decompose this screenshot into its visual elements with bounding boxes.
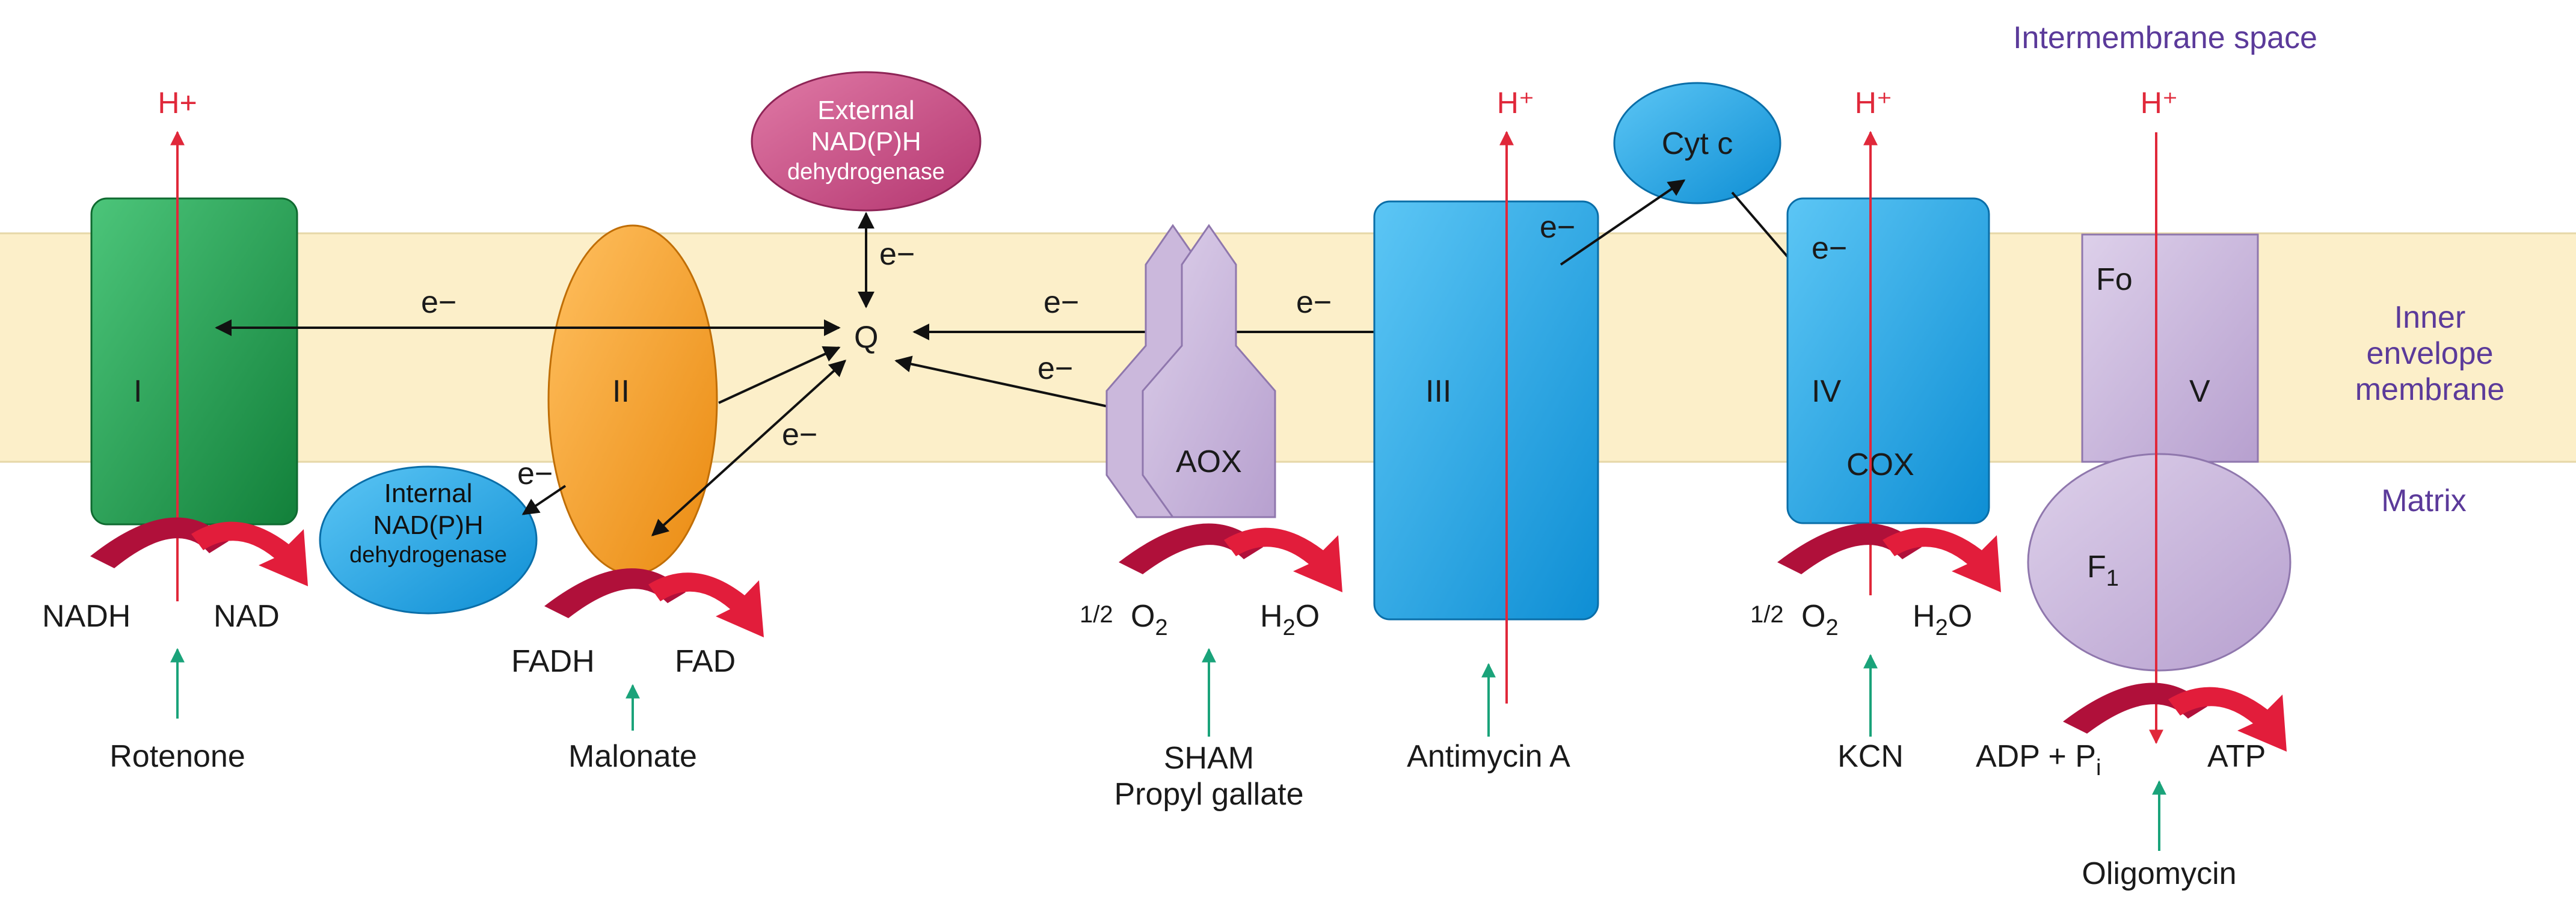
complex-v-f1 xyxy=(2027,453,2292,672)
kcn-label: KCN xyxy=(1837,739,1904,774)
electron-label-q-right: e− xyxy=(1296,285,1332,320)
proton-label-complex-i: H+ xyxy=(158,86,197,120)
inner-membrane-label-3: membrane xyxy=(2355,372,2505,407)
electron-label-ii-q: e− xyxy=(782,417,817,452)
aox-o2-curve-icon xyxy=(1119,523,1263,574)
external-nadph-dehydrogenase xyxy=(751,71,982,212)
aox-half-label: 1/2 xyxy=(1080,601,1113,628)
electron-label-iii: e− xyxy=(1540,210,1575,245)
external-dh-label-3: dehydrogenase xyxy=(787,159,945,185)
fadh-label: FADH xyxy=(511,644,595,679)
antimycin-label: Antimycin A xyxy=(1407,739,1570,774)
rotenone-label: Rotenone xyxy=(109,739,245,774)
complex-iv-label: IV xyxy=(1812,374,1841,409)
complex-i xyxy=(90,197,298,526)
complex-v-label: V xyxy=(2189,374,2210,409)
electron-arrow-ii-internal xyxy=(521,485,567,515)
electron-arrow-ii-q-lower xyxy=(651,360,847,536)
cox-half-label: 1/2 xyxy=(1750,601,1784,628)
cytochrome-c-label: Cyt c xyxy=(1662,126,1733,161)
electron-label-iv: e− xyxy=(1812,231,1847,266)
aox-o2-label: O2 xyxy=(1131,599,1168,640)
aox-h2o-curve-arrow-icon xyxy=(1224,527,1342,592)
electron-arrow-iii-cytc xyxy=(1560,179,1686,266)
internal-dh-label-1: Internal xyxy=(384,479,473,508)
adp-curve-icon xyxy=(2063,683,2207,734)
oligomycin-label: Oligomycin xyxy=(2082,856,2236,891)
malonate-label: Malonate xyxy=(568,739,697,774)
proton-label-complex-v: H⁺ xyxy=(2141,86,2178,120)
aox-complex-front xyxy=(1142,224,1276,518)
fad-label: FAD xyxy=(675,644,736,679)
cox-label: COX xyxy=(1846,447,1914,482)
external-dh-label-2: NAD(P)H xyxy=(811,127,921,156)
cox-o2-label: O2 xyxy=(1801,599,1839,640)
aox-label: AOX xyxy=(1176,444,1242,479)
cox-h2o-label: H2O xyxy=(1913,599,1972,640)
cox-h2o-curve-arrow-icon xyxy=(1883,527,2001,592)
atp-label: ATP xyxy=(2207,739,2266,774)
matrix-label: Matrix xyxy=(2381,483,2467,518)
electron-label-ii-internal: e− xyxy=(517,456,553,491)
nadh-curve-icon xyxy=(90,517,229,568)
internal-dh-label-2: NAD(P)H xyxy=(373,511,483,540)
electron-label-q-left: e− xyxy=(1044,285,1079,320)
complex-ii-label: II xyxy=(612,374,630,409)
electron-label-i-q: e− xyxy=(421,285,456,320)
external-dh-label-1: External xyxy=(817,96,914,125)
complex-iii xyxy=(1373,200,1599,621)
proton-label-complex-iii: H⁺ xyxy=(1497,86,1535,120)
fad-curve-arrow-icon xyxy=(648,572,764,637)
fo-label: Fo xyxy=(2096,262,2133,297)
fadh-curve-icon xyxy=(544,568,686,618)
complex-i-label: I xyxy=(134,374,142,409)
inner-membrane-label-1: Inner xyxy=(2394,300,2466,335)
cox-o2-curve-icon xyxy=(1777,523,1922,574)
sham-label: SHAM xyxy=(1164,741,1254,776)
complex-ii xyxy=(547,224,718,575)
electron-label-q-aox: e− xyxy=(1037,351,1073,386)
electron-label-external-q: e− xyxy=(879,237,915,272)
adp-pi-label: ADP + Pi xyxy=(1976,739,2101,781)
f1-label: F1 xyxy=(2087,550,2119,591)
intermembrane-space-label: Intermembrane space xyxy=(2013,20,2317,55)
complex-iii-label: III xyxy=(1425,374,1451,409)
ubiquinone-q-label: Q xyxy=(854,320,878,355)
internal-nadph-dehydrogenase xyxy=(319,465,538,615)
internal-dh-label-3: dehydrogenase xyxy=(349,542,507,568)
atp-curve-arrow-icon xyxy=(2168,687,2287,752)
proton-label-complex-iv: H⁺ xyxy=(1855,86,1893,120)
nad-curve-arrow-icon xyxy=(191,521,308,586)
propyl-gallate-label: Propyl gallate xyxy=(1114,777,1303,812)
aox-h2o-label: H2O xyxy=(1260,599,1320,640)
cytochrome-c xyxy=(1613,82,1781,204)
nad-label: NAD xyxy=(214,599,280,634)
inner-membrane-label-2: envelope xyxy=(2366,336,2493,371)
complex-iv xyxy=(1786,197,1990,524)
nadh-label: NADH xyxy=(42,599,131,634)
